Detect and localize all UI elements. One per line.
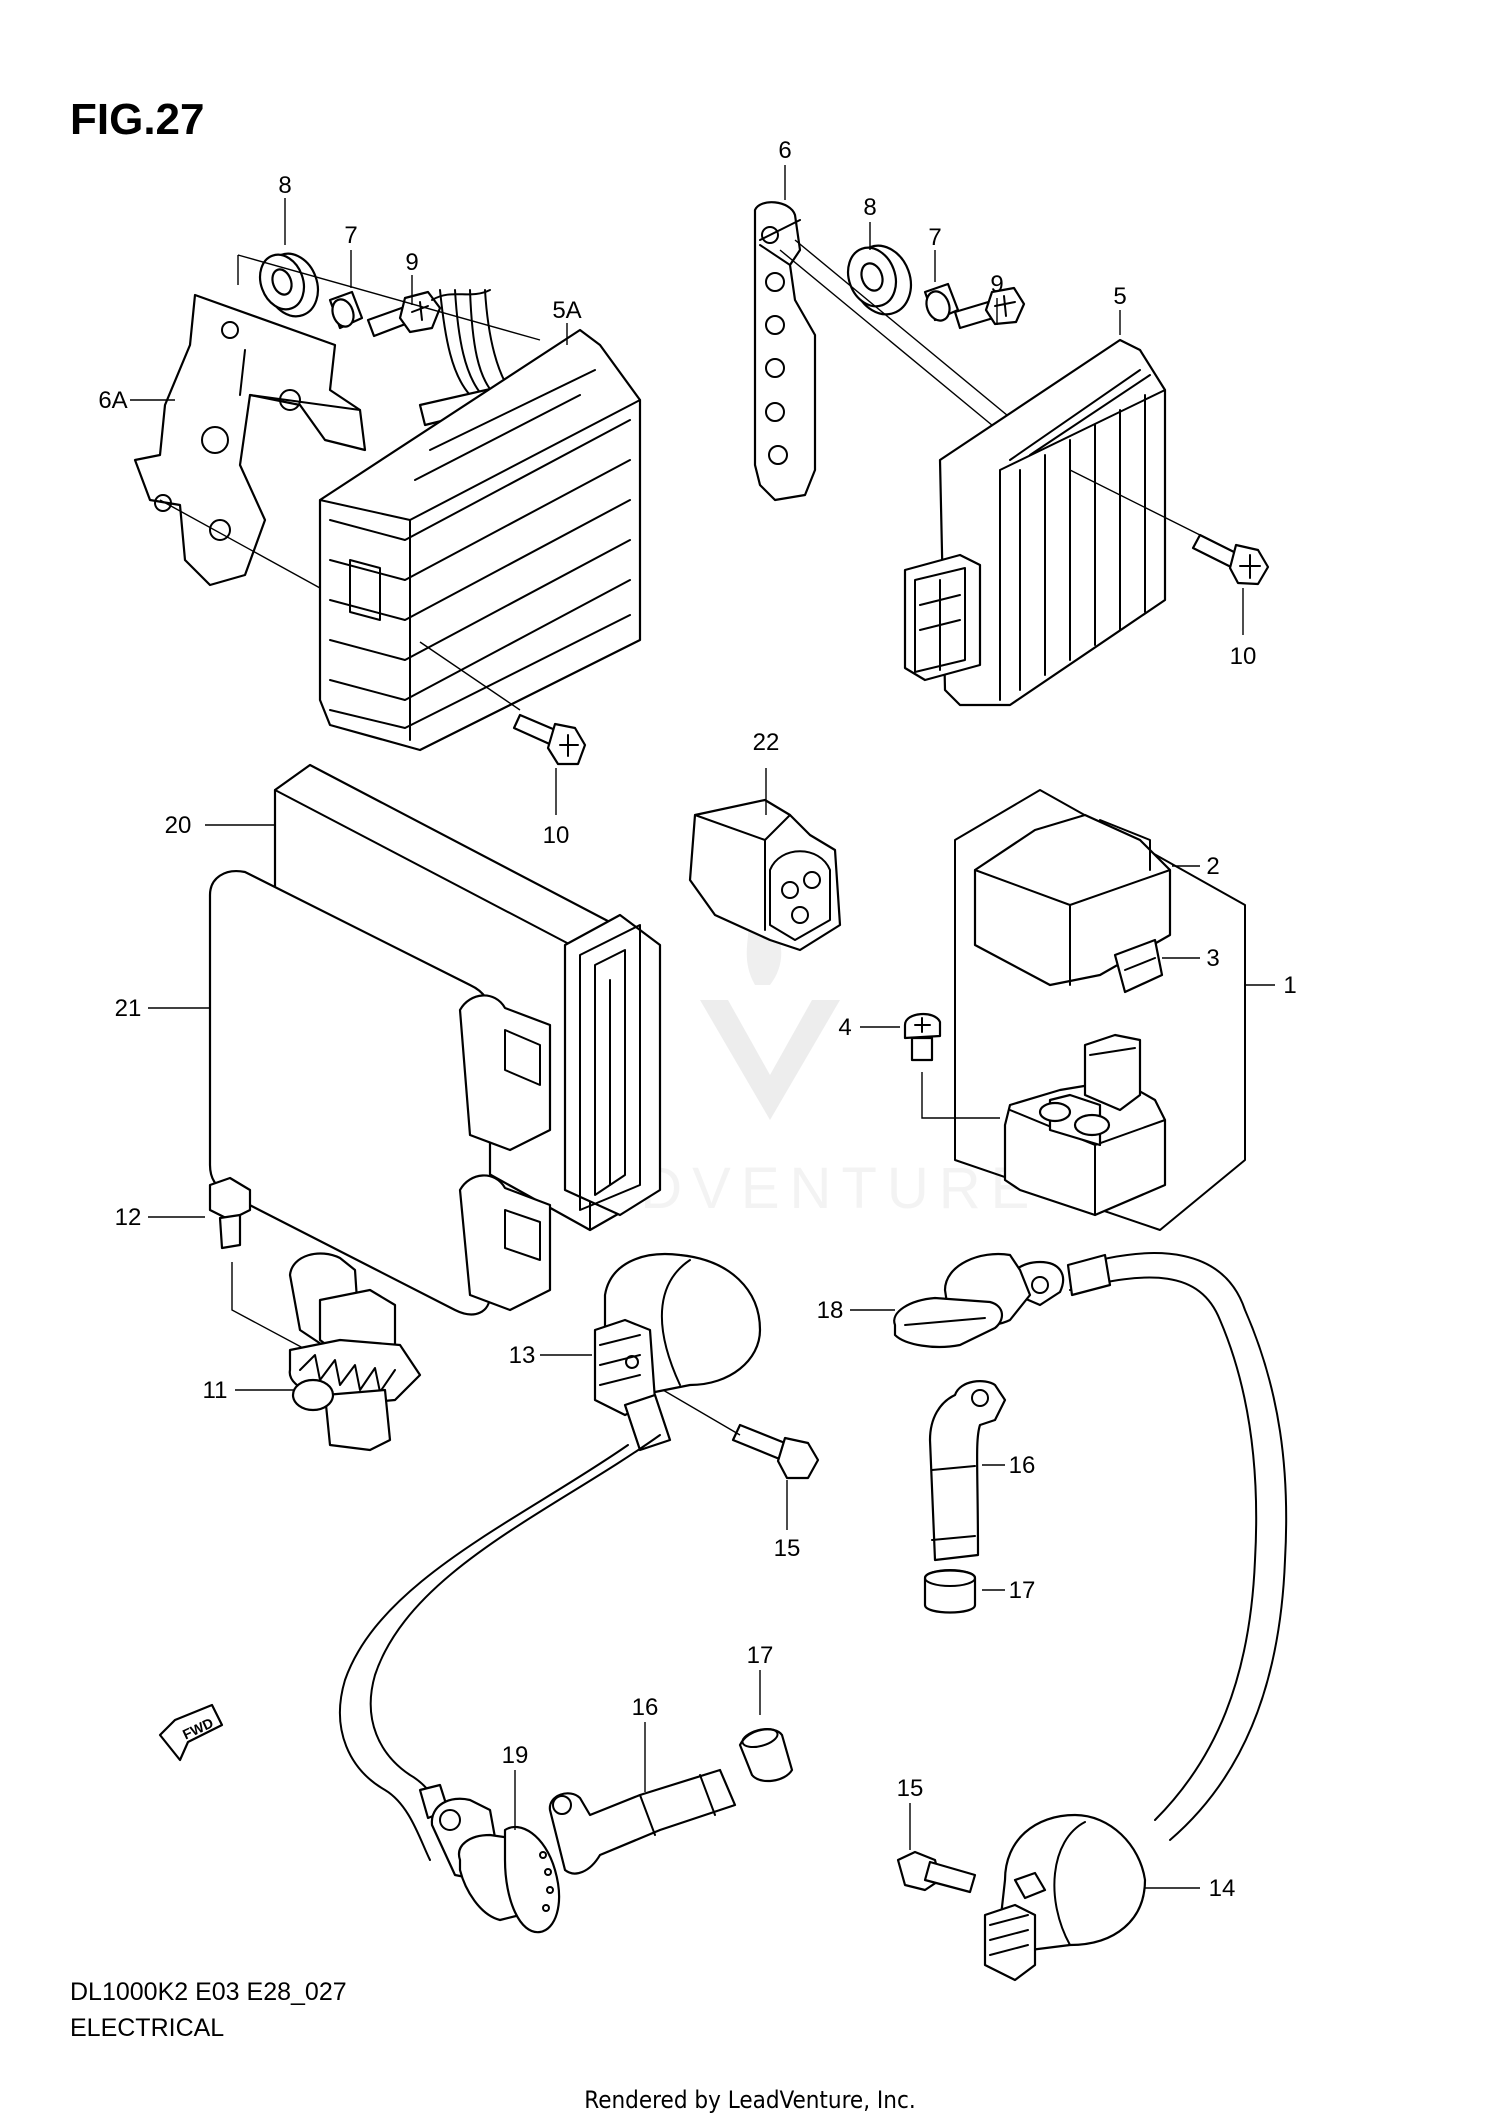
callout-5a: 5A — [552, 297, 581, 324]
regulator-5 — [903, 338, 1167, 707]
bolt-15-right — [896, 1850, 977, 1894]
figure-title: FIG.27 — [70, 95, 205, 144]
callout-15-mid: 15 — [774, 1535, 801, 1562]
seal-17-bottom — [738, 1727, 794, 1783]
callout-16-right: 16 — [1009, 1452, 1036, 1479]
callout-9-right: 9 — [990, 271, 1003, 298]
callout-18: 18 — [817, 1297, 844, 1324]
callout-labels: 8 7 9 5A 6A 6 8 7 9 5 10 10 22 20 2 3 1 … — [98, 137, 1296, 1902]
callout-21: 21 — [115, 995, 142, 1022]
plug-cap-19 — [418, 1783, 560, 1934]
starter-relay-assembly-1 — [954, 789, 1246, 1231]
callout-7-left: 7 — [344, 222, 357, 249]
bracket-6a — [133, 293, 367, 587]
callout-17-bottom: 17 — [747, 1642, 774, 1669]
callout-19: 19 — [502, 1742, 529, 1769]
collar-7-right — [923, 282, 960, 322]
bolt-9-right — [953, 286, 1026, 330]
callout-4: 4 — [838, 1014, 851, 1041]
cap-16-right — [928, 1380, 1007, 1562]
callout-16-bottom: 16 — [632, 1694, 659, 1721]
plug-cap-18 — [893, 1252, 1065, 1349]
callout-22: 22 — [753, 729, 780, 756]
callout-17-right: 17 — [1009, 1577, 1036, 1604]
bracket-6-right — [753, 201, 817, 502]
callout-6a: 6A — [98, 387, 127, 414]
bolt-10-mid — [512, 713, 587, 766]
callout-10-mid: 10 — [543, 822, 570, 849]
grommet-8-right — [846, 244, 913, 316]
ignition-coil-14 — [983, 1813, 1147, 1982]
seal-17-right — [923, 1569, 977, 1614]
callout-9-left: 9 — [405, 249, 418, 276]
bolt-12 — [208, 1176, 252, 1250]
bolt-15-mid — [731, 1423, 820, 1480]
model-code: DL1000K2 E03 E28_027 — [70, 1978, 347, 2006]
callout-10-right: 10 — [1230, 643, 1257, 670]
callout-13: 13 — [509, 1342, 536, 1369]
bolt-9-left — [366, 290, 442, 338]
callout-2: 2 — [1206, 853, 1219, 880]
callout-3: 3 — [1206, 945, 1219, 972]
crank-sensor-11 — [288, 1252, 422, 1452]
cap-16-bottom — [548, 1768, 737, 1875]
callout-leaders — [130, 165, 1275, 1889]
callout-1: 1 — [1283, 972, 1296, 999]
callout-12: 12 — [115, 1204, 142, 1231]
callout-8-left: 8 — [278, 172, 291, 199]
callout-11: 11 — [203, 1377, 228, 1404]
callout-14: 14 — [1209, 1875, 1236, 1902]
screw-4 — [903, 1013, 942, 1062]
regulator-5a — [318, 289, 642, 752]
callout-20: 20 — [165, 812, 192, 839]
callout-8-right: 8 — [863, 194, 876, 221]
ecm-21 — [208, 870, 552, 1316]
bolt-10-right — [1191, 533, 1270, 586]
callout-7-right: 7 — [928, 224, 941, 251]
callout-15-right: 15 — [897, 1775, 924, 1802]
callout-6-right: 6 — [778, 137, 791, 164]
callout-5: 5 — [1113, 283, 1126, 310]
grommet-8-left — [258, 252, 320, 318]
rendered-by-footer: Rendered by LeadVenture, Inc. — [584, 2086, 916, 2114]
connector-22 — [688, 798, 842, 952]
ignition-coil-13 — [339, 1253, 762, 1861]
fwd-arrow-icon: FWD — [158, 1703, 224, 1762]
section-title: ELECTRICAL — [70, 2014, 225, 2042]
collar-7-left — [328, 290, 364, 330]
